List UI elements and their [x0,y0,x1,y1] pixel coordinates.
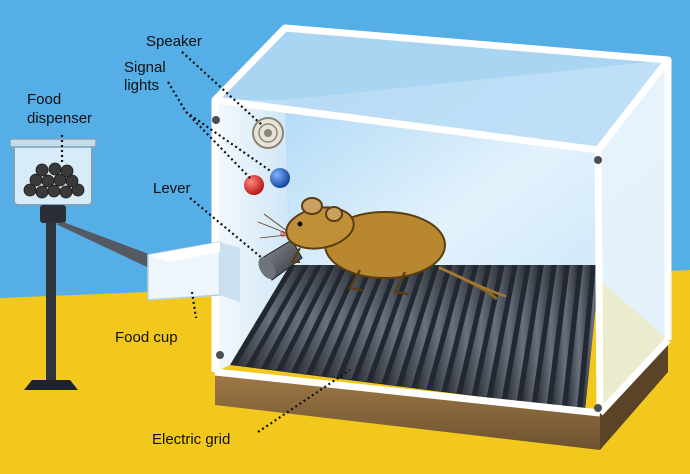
grid-bar [386,265,435,386]
grid-bar [506,265,539,401]
grid-bar [491,265,526,399]
box-left-wall [215,100,290,372]
grid-bar [416,265,461,389]
red-signal-light-icon [244,175,264,195]
signal-lights-label-line-1: Signal [124,59,166,76]
callout-lines [60,51,351,433]
frame-screw [212,116,220,124]
frame-screw [594,156,602,164]
frame-screw [216,351,224,359]
mouse-icon [257,197,507,300]
grid-bar [356,265,409,382]
lever-label: Lever [153,180,191,197]
box-ceiling [215,28,668,150]
food-dispenser-label-line-1: Food [27,91,62,108]
grid-bar [536,265,565,405]
electric-grid-label: Electric grid [152,431,231,448]
grid-bar [476,265,513,397]
food-cup-callout-line [190,291,198,319]
grid-bar [521,265,552,403]
speaker-callout-line [181,51,263,126]
food-dispenser-label-line-2: dispenser [27,110,93,127]
grid-bar [266,265,331,370]
signal-lights-callout-line [167,81,273,179]
food-tube [56,222,170,276]
grid-bar [281,265,344,372]
electric-grid-callout-line [257,369,351,433]
grid-bar [551,265,578,407]
food-dispenser [9,138,170,390]
frame-screw [594,404,602,412]
grid-bar [296,265,357,374]
food-cup [147,241,240,302]
grid-bar [251,265,318,368]
blue-signal-light-icon [270,168,290,188]
lever-callout-line [189,197,263,259]
box-base-side [600,340,668,450]
lever-icon [258,239,303,281]
food-cup-label: Food cup [115,329,178,346]
grid-bar [371,265,422,384]
grid-bar [326,265,383,378]
grid-bar [566,265,591,409]
grid-bar [446,265,487,393]
grid-bar [311,265,370,376]
food-pellets-icon [23,162,85,199]
box-base [215,372,600,450]
box-right-wall [598,60,668,413]
speaker-label: Speaker [146,33,202,50]
grid-bar [401,265,448,388]
speaker-icon [252,117,284,149]
electric-grid-bars [236,265,600,410]
grid-bar [431,265,474,391]
signal-lights-label-line-2: lights [124,77,160,94]
grid-bar [341,265,396,380]
front-top-edge [214,96,599,154]
grid-bar [461,265,500,395]
grid-bar [236,265,304,366]
